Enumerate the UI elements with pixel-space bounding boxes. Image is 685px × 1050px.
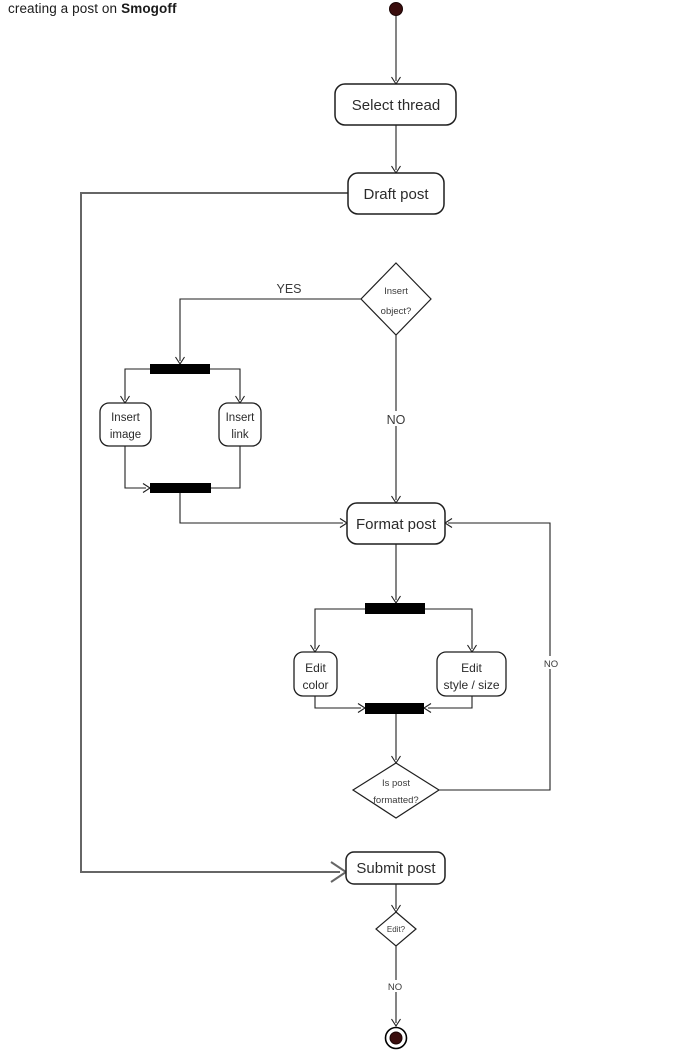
- initial-node: [389, 2, 403, 16]
- node-submit-post: [345, 851, 446, 885]
- diagram-title-prefix: creating a post on: [8, 1, 118, 16]
- node-format-post-label: Format post: [356, 516, 437, 533]
- edge-join1-to-format: [179, 493, 343, 524]
- edge-label-yes: YES: [276, 282, 301, 296]
- node-insert-link-line2: link: [231, 429, 249, 441]
- decision-insert-object: [360, 262, 432, 336]
- edge-insert-object-yes: [179, 298, 361, 361]
- edge-label-no-loop: NO: [544, 659, 558, 670]
- final-node-core: [389, 1031, 403, 1045]
- edge-fork1-to-insert-image: [124, 368, 150, 400]
- arrowhead-end-node: [391, 1018, 401, 1028]
- node-edit-style-size-line2: style / size: [443, 678, 499, 692]
- join-bar-insert: [150, 483, 211, 493]
- edge-label-no-edit: NO: [388, 982, 402, 993]
- node-edit-style-size-line1: Edit: [461, 661, 482, 675]
- diagram-title-brand: Smogoff: [121, 1, 177, 16]
- node-insert-image: [99, 402, 152, 447]
- fork-bar-insert: [150, 364, 210, 374]
- decision-is-post-formatted: [351, 762, 441, 819]
- edge-insert-link-to-join1: [211, 446, 241, 489]
- node-edit-color-line1: Edit: [305, 661, 326, 675]
- node-insert-image-line2: image: [110, 429, 141, 441]
- node-edit-color-line2: color: [302, 678, 328, 692]
- fork-bar-edit: [365, 603, 425, 614]
- node-select-thread-label: Select thread: [352, 97, 440, 114]
- node-edit-color: [293, 651, 338, 697]
- decision-is-post-formatted-line1: Is post: [382, 778, 410, 789]
- decision-edit: [375, 911, 417, 947]
- edge-edit-style-to-join2: [428, 696, 473, 709]
- decision-edit-label: Edit?: [387, 925, 406, 934]
- node-draft-post-label: Draft post: [363, 186, 429, 203]
- node-draft-post: [347, 172, 445, 215]
- decision-is-post-formatted-line2: formatted?: [373, 795, 418, 806]
- node-edit-style-size: [436, 651, 507, 697]
- node-submit-post-label: Submit post: [356, 860, 436, 877]
- node-insert-link: [218, 402, 262, 447]
- node-format-post: [346, 502, 446, 545]
- decision-insert-object-line1: Insert: [384, 286, 408, 297]
- node-insert-image-line1: Insert: [111, 412, 141, 424]
- node-insert-link-line1: Insert: [226, 412, 256, 424]
- edge-fork1-to-insert-link: [210, 368, 241, 400]
- edge-edit-color-to-join2: [314, 696, 361, 709]
- node-select-thread: [334, 83, 457, 126]
- edge-insert-image-to-join1: [124, 446, 146, 489]
- edge-label-no-edit-bg: [385, 980, 407, 992]
- decision-insert-object-line2: object?: [381, 306, 412, 317]
- edge-label-no-loop-bg: [542, 656, 560, 669]
- edge-label-no-bg: [384, 411, 408, 426]
- edge-draft-to-submit-shortcut: [80, 192, 348, 873]
- edge-label-no-insert: NO: [387, 413, 406, 427]
- edge-fork2-to-edit-color: [314, 608, 365, 649]
- edge-fork2-to-edit-style: [425, 608, 473, 649]
- join-bar-edit: [365, 703, 424, 714]
